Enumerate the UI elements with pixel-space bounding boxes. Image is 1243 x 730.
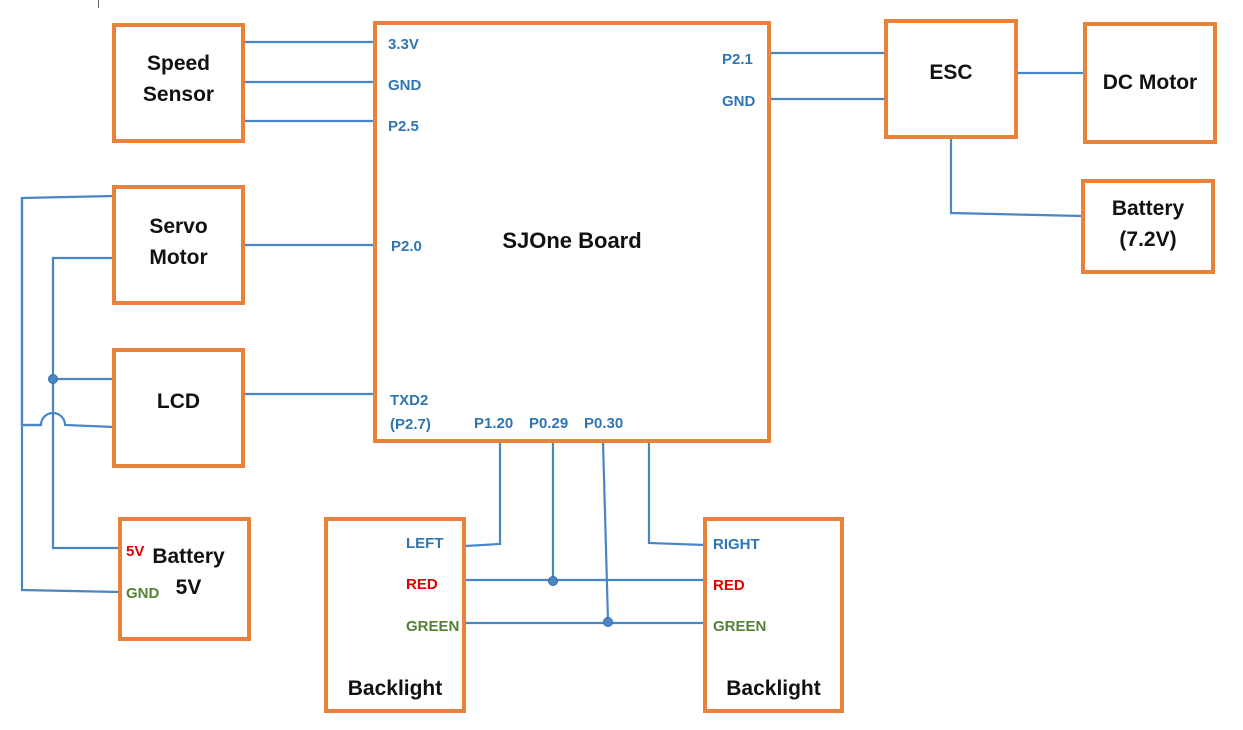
wire-p0-30-green [601,440,610,622]
board-pin-p2-1: P2.1 [722,51,753,68]
board-pin-txd2: TXD2 (P2.7) [390,392,431,433]
sjone-board-title: SJOne Board [502,228,642,253]
backlight-right-block: RIGHT RED GREEN Backlight [703,517,844,713]
junction-5v-lcd [48,374,58,384]
backlight-left-pin-green: GREEN [406,618,460,635]
board-pin-p1-20: P1.20 [474,415,514,432]
wire-gnd-bus [20,194,115,427]
power-bus-wires [20,194,121,594]
dc-motor-title: DC Motor [1102,71,1198,94]
speed-sensor-block: Speed Sensor [112,23,245,143]
battery-5v-block: Battery 5V 5V GND [118,517,251,641]
backlight-wires [465,440,706,627]
lcd-title: LCD [156,390,201,413]
battery-72v-title: Battery (7.2V) [1111,197,1185,251]
cursor-tick [98,0,99,8]
junction-green [603,617,613,627]
board-pin-gnd-right: GND [722,93,756,110]
battery-5v-pin-5v: 5V [126,543,145,560]
board-pin-3v3: 3.3V [388,36,419,53]
esc-wires [770,51,1085,218]
board-pin-p0-30: P0.30 [584,415,624,432]
wire-right [647,441,706,547]
backlight-right-pin-red: RED [713,577,745,594]
junction-red [548,576,558,586]
speed-sensor-title: Speed Sensor [142,52,215,106]
battery-5v-pin-gnd: GND [126,585,160,602]
wire-5v-bus [51,256,120,550]
sjone-board-block: SJOne Board 3.3V GND P2.5 P2.0 TXD2 (P2.… [373,21,771,443]
backlight-left-pin-left: LEFT [406,535,444,552]
board-pin-p2-0: P2.0 [391,238,422,255]
wire-p1-20-left [465,441,502,548]
backlight-left-block: LEFT RED GREEN Backlight [324,517,466,713]
wire-esc-battery [949,138,1084,218]
wire-gnd-bus-hop [20,198,121,594]
battery-72v-block: Battery (7.2V) [1081,179,1215,274]
backlight-right-pin-right: RIGHT [713,536,760,553]
esc-title: ESC [929,61,973,84]
esc-block: ESC [884,19,1018,139]
backlight-right-title: Backlight [726,677,821,700]
backlight-left-pin-red: RED [406,576,438,593]
lcd-block: LCD [112,348,245,468]
board-pin-p2-5: P2.5 [388,118,419,135]
board-pin-p0-29: P0.29 [529,415,569,432]
board-pin-gnd-left: GND [388,77,422,94]
speed-sensor-wires [244,40,375,123]
battery-5v-title: Battery 5V [152,545,225,599]
backlight-left-title: Backlight [347,677,443,700]
backlight-right-pin-green: GREEN [713,618,767,635]
servo-motor-block: Servo Motor [112,185,245,305]
servo-motor-title: Servo Motor [149,215,208,269]
dc-motor-block: DC Motor [1083,22,1217,144]
